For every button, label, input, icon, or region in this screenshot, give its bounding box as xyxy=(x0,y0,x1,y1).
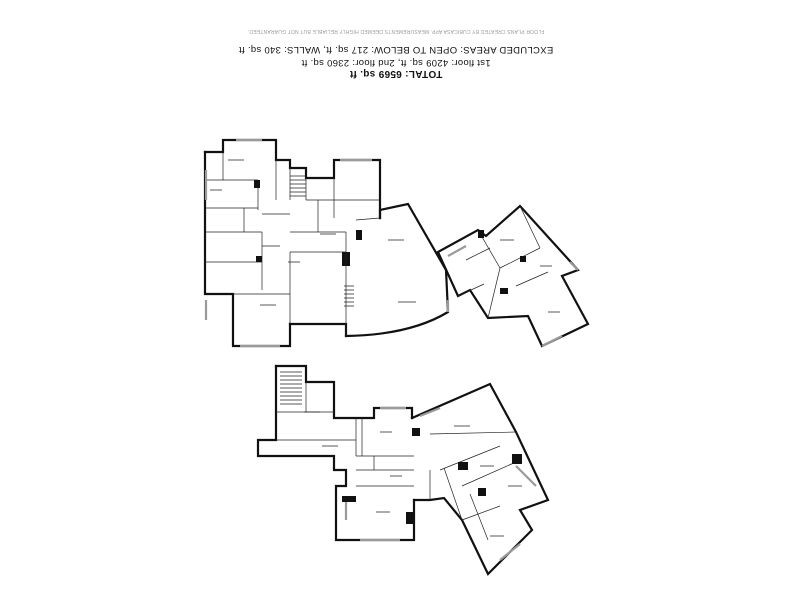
upper-plan-left-wing xyxy=(203,138,382,348)
lower-plan-left xyxy=(256,364,420,542)
room-label-marks xyxy=(210,159,560,537)
upper-plan-right-wing xyxy=(436,204,590,348)
upper-plan-great-room xyxy=(344,202,450,338)
lower-plan-right xyxy=(410,382,550,576)
